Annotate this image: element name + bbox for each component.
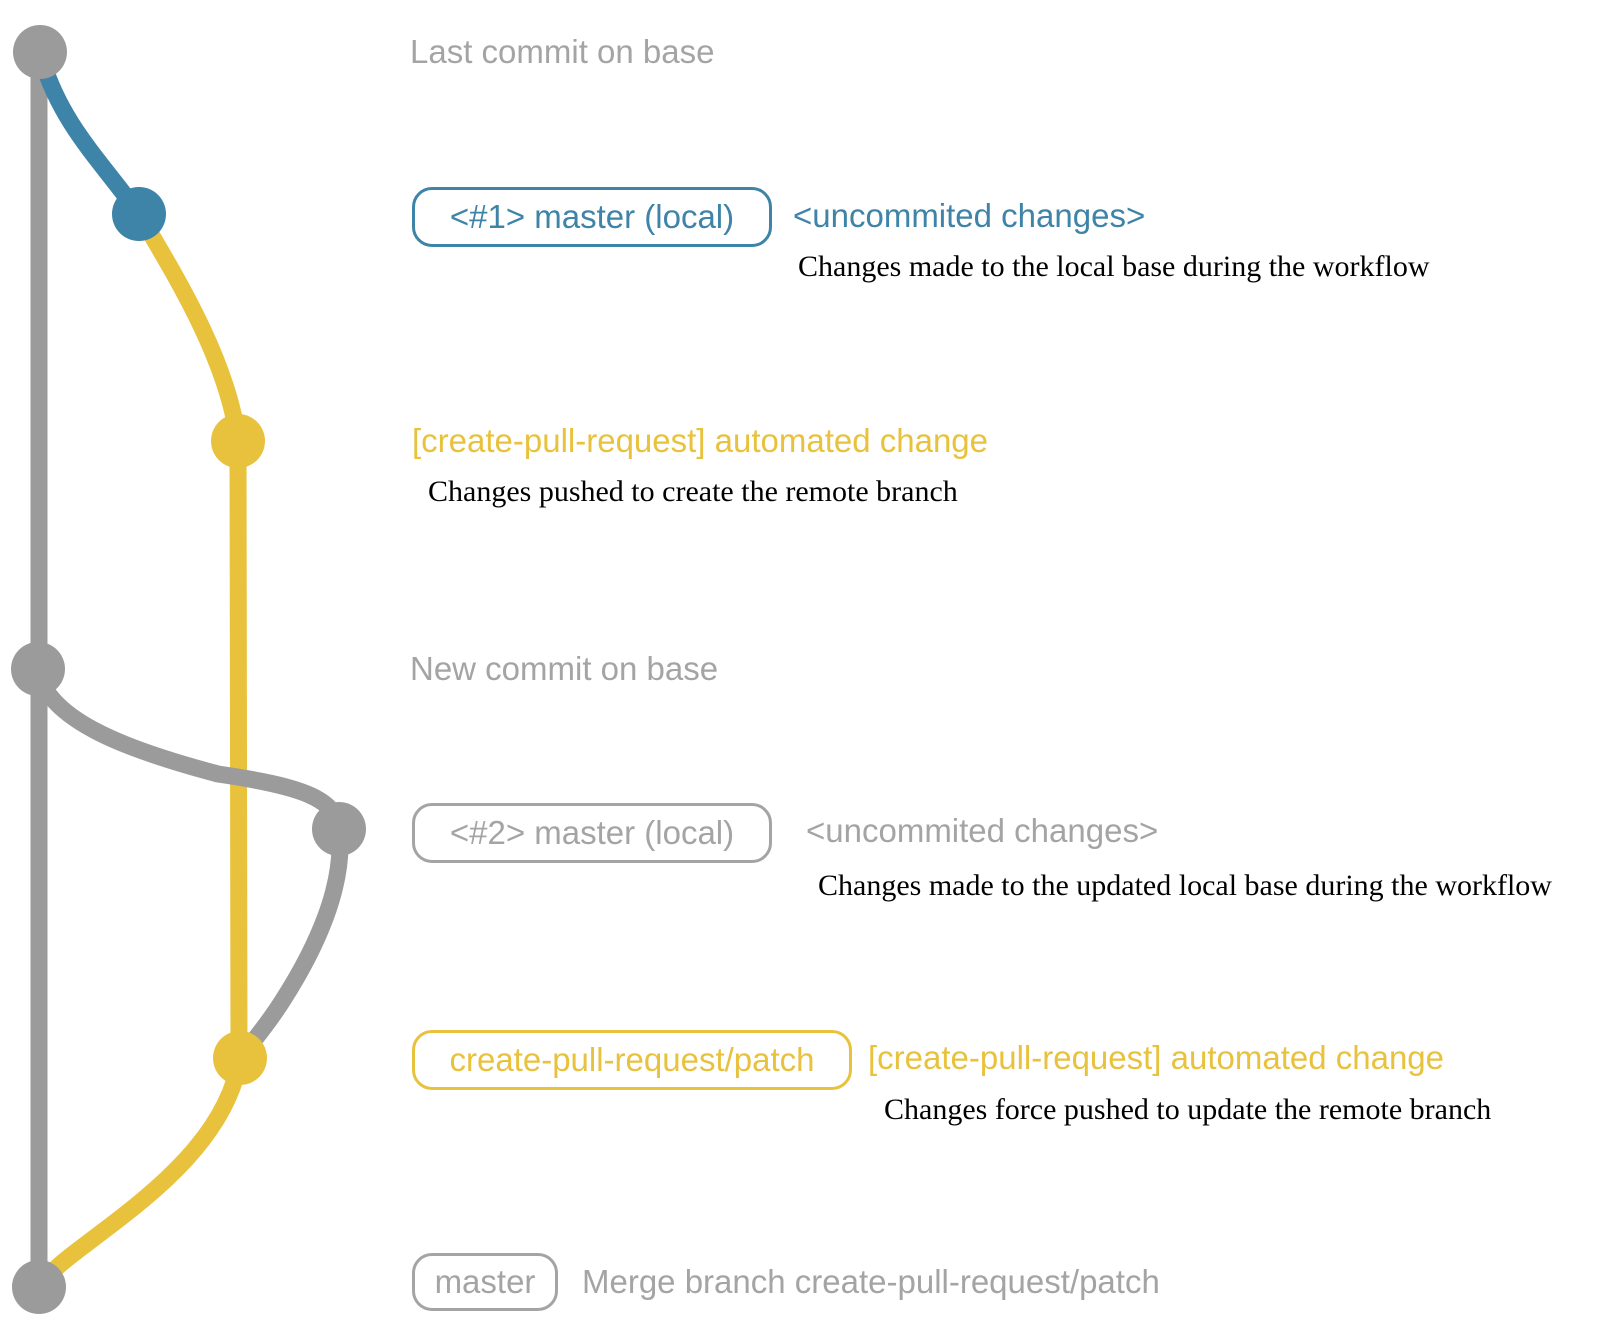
- local-branch-curve-1: [33, 51, 148, 223]
- commit-dot-local-2: [312, 802, 366, 856]
- force-push-curve: [232, 820, 349, 1066]
- commit-description-automated-1: Changes pushed to create the remote bran…: [428, 475, 958, 508]
- branch-tag-master-local-1-label: <#1> master (local): [449, 198, 735, 235]
- commit-message-new-base: New commit on base: [410, 650, 719, 687]
- branch-tag-patch-label: create-pull-request/patch: [449, 1041, 815, 1078]
- commit-dot-patch-2: [213, 1031, 267, 1085]
- commit-dot-local-1: [112, 187, 166, 241]
- commit-dot-patch-1: [211, 414, 265, 468]
- commit-message-merge: Merge branch create-pull-request/patch: [582, 1263, 1160, 1300]
- commit-description-uncommited-2: Changes made to the updated local base d…: [818, 869, 1552, 902]
- branch-tag-master: master: [412, 1253, 558, 1311]
- commit-message-last-base: Last commit on base: [410, 33, 715, 70]
- merge-curve: [32, 1049, 249, 1295]
- local-branch-curve-2: [29, 660, 348, 838]
- branch-tag-patch: create-pull-request/patch: [412, 1030, 852, 1090]
- commit-message-uncommited-2: <uncommited changes>: [806, 812, 1159, 849]
- commit-dot-last-base: [13, 25, 67, 79]
- branch-tag-master-local-1: <#1> master (local): [412, 187, 772, 247]
- patch-push-curve: [130, 205, 247, 450]
- commit-message-automated-1: [create-pull-request] automated change: [412, 422, 989, 459]
- branch-tag-master-label: master: [434, 1263, 536, 1300]
- commit-dot-merge: [12, 1260, 66, 1314]
- patch-branch-vertical-line: [229, 432, 248, 1067]
- commit-dot-new-base: [11, 642, 65, 696]
- commit-message-automated-2: [create-pull-request] automated change: [868, 1039, 1445, 1076]
- branch-tag-master-local-2-label: <#2> master (local): [449, 814, 735, 851]
- branch-tag-master-local-2: <#2> master (local): [412, 803, 772, 863]
- commit-description-automated-2: Changes force pushed to update the remot…: [884, 1093, 1492, 1126]
- commit-description-uncommited-1: Changes made to the local base during th…: [798, 250, 1430, 283]
- commit-message-uncommited-1: <uncommited changes>: [793, 197, 1146, 234]
